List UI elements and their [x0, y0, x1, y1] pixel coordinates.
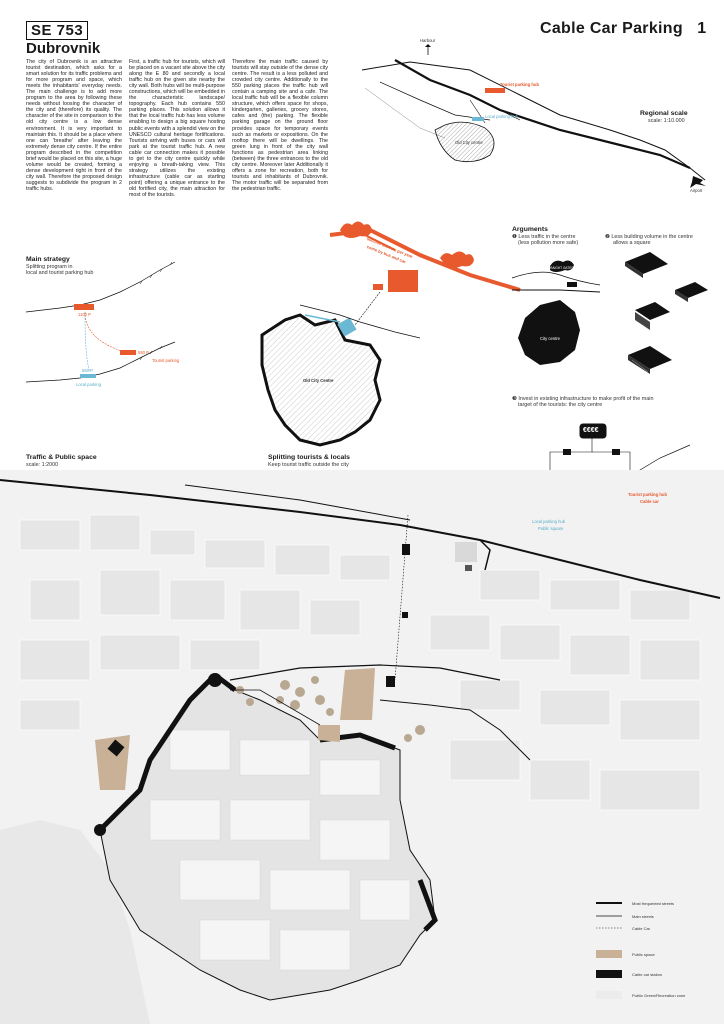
argument-2b: allows a square [613, 240, 651, 246]
traffic-scale: scale: 1:2000 [26, 462, 59, 468]
label-city-centre: City centre [540, 336, 561, 341]
argument-1b: (less pollution more safe) [518, 240, 579, 246]
argument-3b: target of the tourists: the city centre [518, 402, 603, 408]
label-args-square: Public square [538, 526, 564, 531]
text-column-3: Therefore the main traffic caused by tou… [232, 59, 328, 192]
regional-local-hub [472, 117, 484, 121]
legend-item-1: Main streets [632, 914, 654, 919]
regional-tourist-hub [485, 88, 505, 93]
regional-map [361, 59, 706, 181]
label-p1100: 1100 P [78, 312, 91, 317]
traffic-title: Traffic & Public space [26, 454, 97, 461]
label-local-parking: Local parking [76, 382, 101, 387]
strategy-local-hub [80, 374, 96, 378]
airport-icon [690, 176, 706, 188]
label-args-tourist-hub: Tourist parking hub [628, 492, 668, 497]
label-p550-top: 550 P [138, 350, 149, 355]
main-strategy-sub2: local and tourist parking hub [26, 270, 94, 276]
label-args-cable: Cable car [640, 499, 659, 504]
label-old-city-regional: Old City centre [455, 140, 483, 145]
strategy-tourist-hub [120, 350, 136, 355]
label-traffic-note: STRAIGHT GATES [546, 266, 574, 270]
label-args-local-hub: Local parking hub [532, 519, 566, 524]
project-code: SE 753 [26, 21, 89, 40]
label-airport: Airport [690, 188, 703, 193]
legend-graphics [596, 902, 622, 999]
label-euro: €€€€ [583, 427, 599, 434]
legend-item-3: Public space [632, 952, 655, 957]
arguments-diagrams [511, 252, 708, 374]
main-strategy-diagram [25, 261, 176, 383]
label-tourist-hub: Tourist parking hub [500, 82, 540, 87]
splitting-diagram [260, 221, 521, 447]
regional-scale: scale: 1:10.000 [648, 118, 685, 124]
argument-1: ❶ Less traffic in the centre [512, 234, 576, 240]
legend-item-2: Cable Car [632, 926, 651, 931]
site-plan [0, 470, 724, 1024]
strategy-p1100 [74, 304, 94, 310]
argument-3-text: Invest in existing infrastructure to mak… [518, 396, 654, 402]
argument-3: ❸ Invest in existing infrastructure to m… [512, 396, 654, 402]
label-local-hub: Local parking hub [485, 114, 519, 119]
label-p550-low: 550 P [82, 368, 93, 373]
label-old-city-centre: Old City Centre [303, 378, 334, 383]
text-column-2: First, a traffic hub for tourists, which… [129, 59, 225, 199]
argument-1-text: Less traffic in the centre [518, 234, 576, 240]
argument-2: ❷ Less building volume in the centre [605, 234, 693, 240]
splitting-title: Splitting tourists & locals [268, 454, 350, 461]
title-text: Cable Car Parking [540, 20, 683, 37]
text-column-1: The city of Dubrovnik is an attractive t… [26, 59, 122, 192]
city-name: Dubrovnik [26, 40, 101, 57]
poster-title: Cable Car Parking 1 [540, 20, 706, 38]
page-number: 1 [697, 20, 707, 37]
label-harbour: Harbour [420, 38, 436, 43]
legend-item-4: Cable car station [632, 972, 663, 977]
arguments-title: Arguments [512, 226, 548, 233]
main-strategy-title: Main strategy [26, 256, 70, 263]
regional-title: Regional scale [640, 110, 688, 117]
legend-item-0: Most frequented streets [632, 901, 675, 906]
main-strategy-sub1: Splitting program in [26, 264, 73, 270]
argument-2-text: Less building volume in the centre [611, 234, 693, 240]
legend-item-5: Public Green/Recreation zone [632, 993, 686, 998]
label-tourist-parking: Tourist parking [152, 358, 180, 363]
splitting-sub: Keep tourist traffic outside the city [268, 462, 349, 468]
